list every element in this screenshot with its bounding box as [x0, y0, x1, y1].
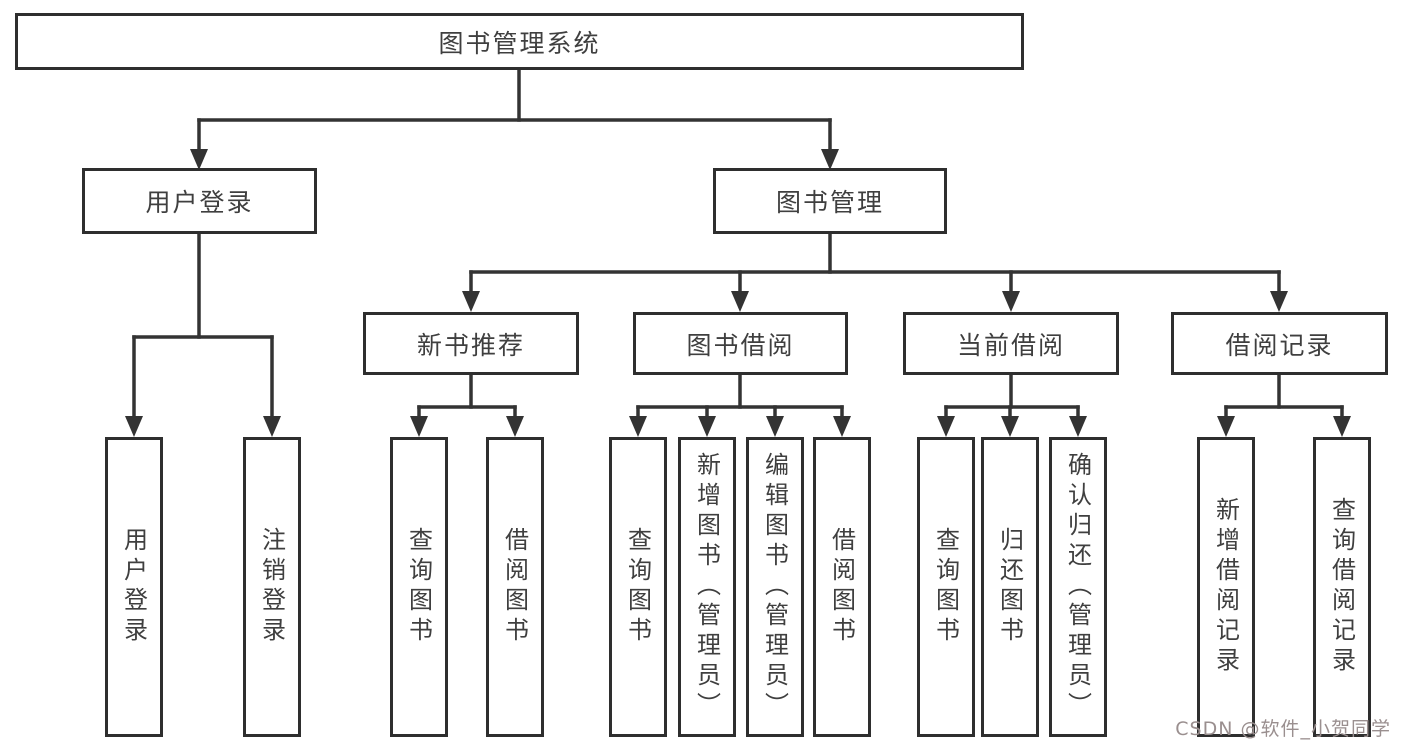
leaf-add-book-admin: 新增图书（管理员） — [678, 437, 736, 737]
node-book-borrow: 图书借阅 — [633, 312, 848, 375]
leaf-user-login: 用户登录 — [105, 437, 163, 737]
leaf-borrow-book: 借阅图书 — [813, 437, 871, 737]
leaf-recommend-borrow-book: 借阅图书 — [486, 437, 544, 737]
node-user-login-branch: 用户登录 — [82, 168, 317, 234]
leaf-edit-book-admin: 编辑图书（管理员） — [746, 437, 804, 737]
leaf-query-borrow-record: 查询借阅记录 — [1313, 437, 1371, 737]
node-root: 图书管理系统 — [15, 13, 1024, 70]
watermark: CSDN @软件_小贺同学 — [1175, 718, 1391, 740]
leaf-logout: 注销登录 — [243, 437, 301, 737]
leaf-recommend-query-book: 查询图书 — [390, 437, 448, 737]
leaf-return-book: 归还图书 — [981, 437, 1039, 737]
node-book-management: 图书管理 — [713, 168, 947, 234]
node-new-book-recommend: 新书推荐 — [363, 312, 579, 375]
leaf-borrow-query-book: 查询图书 — [609, 437, 667, 737]
node-borrow-record: 借阅记录 — [1171, 312, 1388, 375]
leaf-add-borrow-record: 新增借阅记录 — [1197, 437, 1255, 737]
leaf-confirm-return-admin: 确认归还（管理员） — [1049, 437, 1107, 737]
leaf-current-query-book: 查询图书 — [917, 437, 975, 737]
node-current-borrow: 当前借阅 — [903, 312, 1119, 375]
